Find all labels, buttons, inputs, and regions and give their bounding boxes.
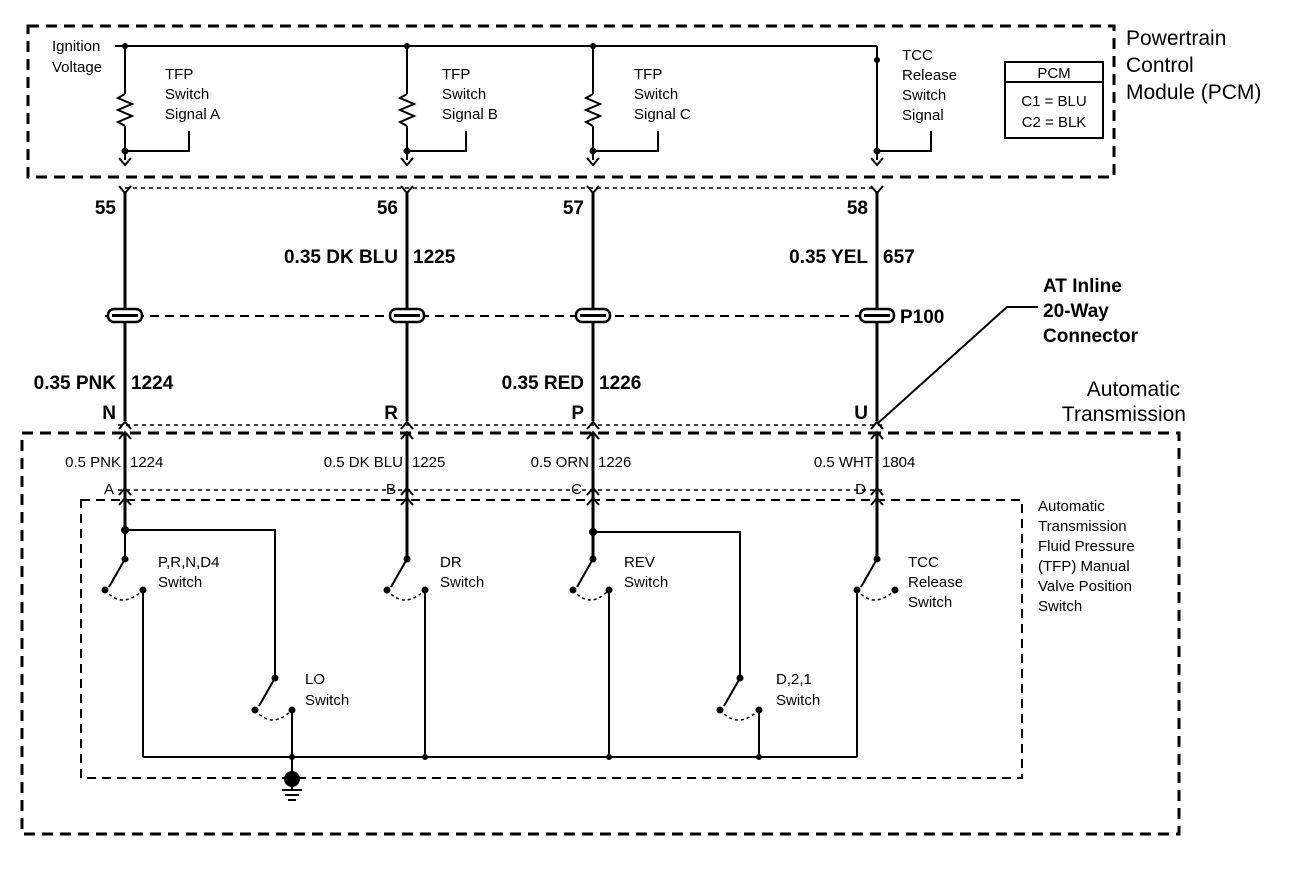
ignition-voltage-label: Ignition Voltage xyxy=(52,38,105,76)
pin-55-terminal-icon xyxy=(118,185,132,195)
terminal-icon xyxy=(400,420,414,430)
terminal-icon xyxy=(118,420,132,430)
pullup-resistor-icon xyxy=(115,93,135,127)
inline-pins: N R P U xyxy=(102,403,884,430)
pcm-connector-legend: PCM C1 = BLU C2 = BLK xyxy=(1004,61,1104,139)
prnd4-switch: P,R,N,D4 Switch xyxy=(101,554,224,757)
pcm-boundary xyxy=(26,24,1116,179)
trans-wire-c-circuit: 1226 xyxy=(598,454,631,471)
pin-55-label: 55 xyxy=(95,198,117,219)
transmission-label: Automatic Transmission xyxy=(1062,378,1186,426)
trans-wire-b-circuit: 1225 xyxy=(412,454,445,471)
pullup-resistor-icon xyxy=(397,93,417,127)
wire-1225-color: 0.35 DK BLU xyxy=(284,247,398,268)
rev-switch: REV Switch xyxy=(569,554,668,757)
pin-56-label: 56 xyxy=(377,198,398,219)
connector-callout: AT Inline 20-Way Connector xyxy=(1043,276,1139,347)
wire-1225-circuit: 1225 xyxy=(413,247,456,268)
tfp-assembly-boundary xyxy=(80,499,1023,779)
rev-switch-label: REV Switch xyxy=(624,554,668,591)
pcm-channel-tcc: TCC Release Switch Signal xyxy=(870,47,961,167)
pcm-channel-c: TFP Switch Signal C xyxy=(583,46,691,167)
harness-wires: 0.35 DK BLU 1225 0.35 YEL 657 0.35 PNK 1… xyxy=(34,193,915,421)
dr-switch: DR Switch xyxy=(383,554,484,757)
inline-connector-p100: P100 AT Inline 20-Way Connector xyxy=(105,276,1139,425)
wire-1224-color: 0.35 PNK xyxy=(34,373,117,394)
pin-58-terminal-icon xyxy=(870,185,884,195)
callout-leader-line xyxy=(876,306,1038,425)
signal-a-label: TFP Switch Signal A xyxy=(165,66,220,123)
legend-row-c2: C2 = BLK xyxy=(1022,114,1087,131)
switch-contact-icon xyxy=(101,555,147,601)
connector-body-icon xyxy=(106,307,144,324)
connector-body-icon xyxy=(388,307,426,324)
switch-contact-icon xyxy=(853,555,899,601)
wire-1224-circuit: 1224 xyxy=(131,373,174,394)
dr-switch-label: DR Switch xyxy=(440,554,484,591)
pin-58-label: 58 xyxy=(847,198,868,219)
trans-wire-d-color: 0.5 WHT xyxy=(814,454,873,471)
inline-pin-u: U xyxy=(854,403,868,424)
terminal-icon xyxy=(870,420,884,430)
switch-contact-icon xyxy=(716,674,763,721)
wire-1226-color: 0.35 RED xyxy=(502,373,584,394)
switch-contact-icon xyxy=(251,674,296,721)
trans-wire-c-color: 0.5 ORN xyxy=(531,454,589,471)
pcm-channel-b: TFP Switch Signal B xyxy=(397,46,498,167)
trans-wire-a-color: 0.5 PNK xyxy=(65,454,121,471)
trans-wire-b-color: 0.5 DK BLU xyxy=(324,454,403,471)
trans-wire-a-circuit: 1224 xyxy=(130,454,163,471)
tcc-release-switch: TCC Release Switch xyxy=(853,554,967,757)
pin-56-terminal-icon xyxy=(400,185,414,195)
pcm-pin-connector: 55 56 57 58 xyxy=(95,185,884,219)
wire-1226-circuit: 1226 xyxy=(599,373,641,394)
switch-contact-icon xyxy=(383,555,429,601)
lo-switch: LO Switch xyxy=(251,671,349,772)
trans-pin-b: B xyxy=(386,481,396,498)
wire-657-color: 0.35 YEL xyxy=(789,247,868,268)
pcm-channel-a: TFP Switch Signal A xyxy=(115,46,220,167)
ground-icon xyxy=(282,757,302,801)
pcm-title: Powertrain Control Module (PCM) xyxy=(1126,27,1261,104)
signal-b-label: TFP Switch Signal B xyxy=(442,66,498,123)
trans-pin-a: A xyxy=(104,481,114,498)
transmission-boundary xyxy=(20,431,1181,836)
inline-pin-r: R xyxy=(384,403,398,424)
terminal-icon xyxy=(586,420,600,430)
pin-57-terminal-icon xyxy=(586,185,600,195)
trans-pin-d: D xyxy=(855,481,866,498)
trans-pin-c: C xyxy=(571,481,582,498)
pin-57-label: 57 xyxy=(563,198,584,219)
prnd4-switch-label: P,R,N,D4 Switch xyxy=(158,554,224,591)
inline-pin-p: P xyxy=(571,403,584,424)
tfp-assembly: Automatic Transmission Fluid Pressure (T… xyxy=(80,498,1139,779)
legend-row-c1: C1 = BLU xyxy=(1021,93,1086,110)
d21-switch: D,2,1 Switch xyxy=(716,671,820,757)
lo-switch-label: LO Switch xyxy=(305,671,349,709)
legend-header: PCM xyxy=(1037,65,1070,82)
signal-tcc-label: TCC Release Switch Signal xyxy=(902,47,961,124)
connector-id: P100 xyxy=(900,307,944,328)
connector-body-icon xyxy=(574,307,612,324)
tcc-release-switch-label: TCC Release Switch xyxy=(908,554,967,611)
tfp-assembly-label: Automatic Transmission Fluid Pressure (T… xyxy=(1038,498,1139,615)
pullup-resistor-icon xyxy=(583,93,603,127)
connector-body-icon xyxy=(858,307,896,324)
switch-contact-icon xyxy=(569,555,613,601)
inline-pin-n: N xyxy=(102,403,116,424)
trans-wire-d-circuit: 1804 xyxy=(882,454,915,471)
signal-c-label: TFP Switch Signal C xyxy=(634,66,691,123)
wire-657-circuit: 657 xyxy=(883,247,915,268)
automatic-transmission: Automatic Transmission 0.5 PNK 1224 0.5 … xyxy=(20,378,1186,836)
d21-switch-label: D,2,1 Switch xyxy=(776,671,820,709)
pcm-module: Powertrain Control Module (PCM) PCM C1 =… xyxy=(26,24,1261,179)
